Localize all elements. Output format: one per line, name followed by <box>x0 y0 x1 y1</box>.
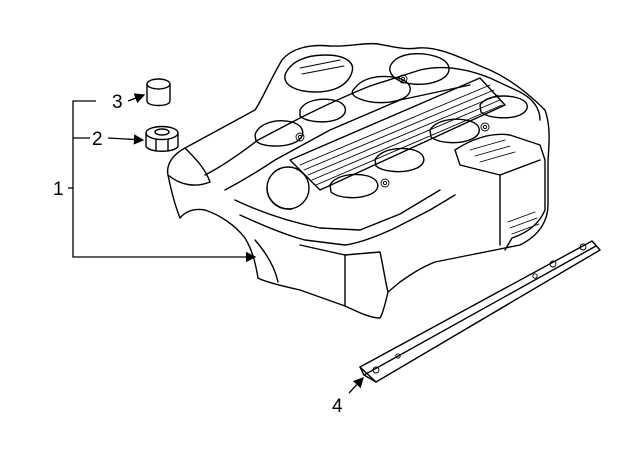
callout-2: 2 <box>92 129 103 150</box>
leader-4 <box>348 377 364 394</box>
rubber-bushing-icon <box>146 78 171 107</box>
leader-1 <box>72 100 257 263</box>
grommet-nut-icon <box>145 125 179 152</box>
leader-3 <box>127 93 146 104</box>
callout-4: 4 <box>332 396 343 417</box>
leader-2 <box>107 134 145 145</box>
leader-lines <box>68 93 364 394</box>
callout-1: 1 <box>53 179 64 200</box>
callout-3: 3 <box>112 92 123 113</box>
support-bracket-icon <box>359 240 601 383</box>
engine-cover-icon <box>166 42 550 319</box>
